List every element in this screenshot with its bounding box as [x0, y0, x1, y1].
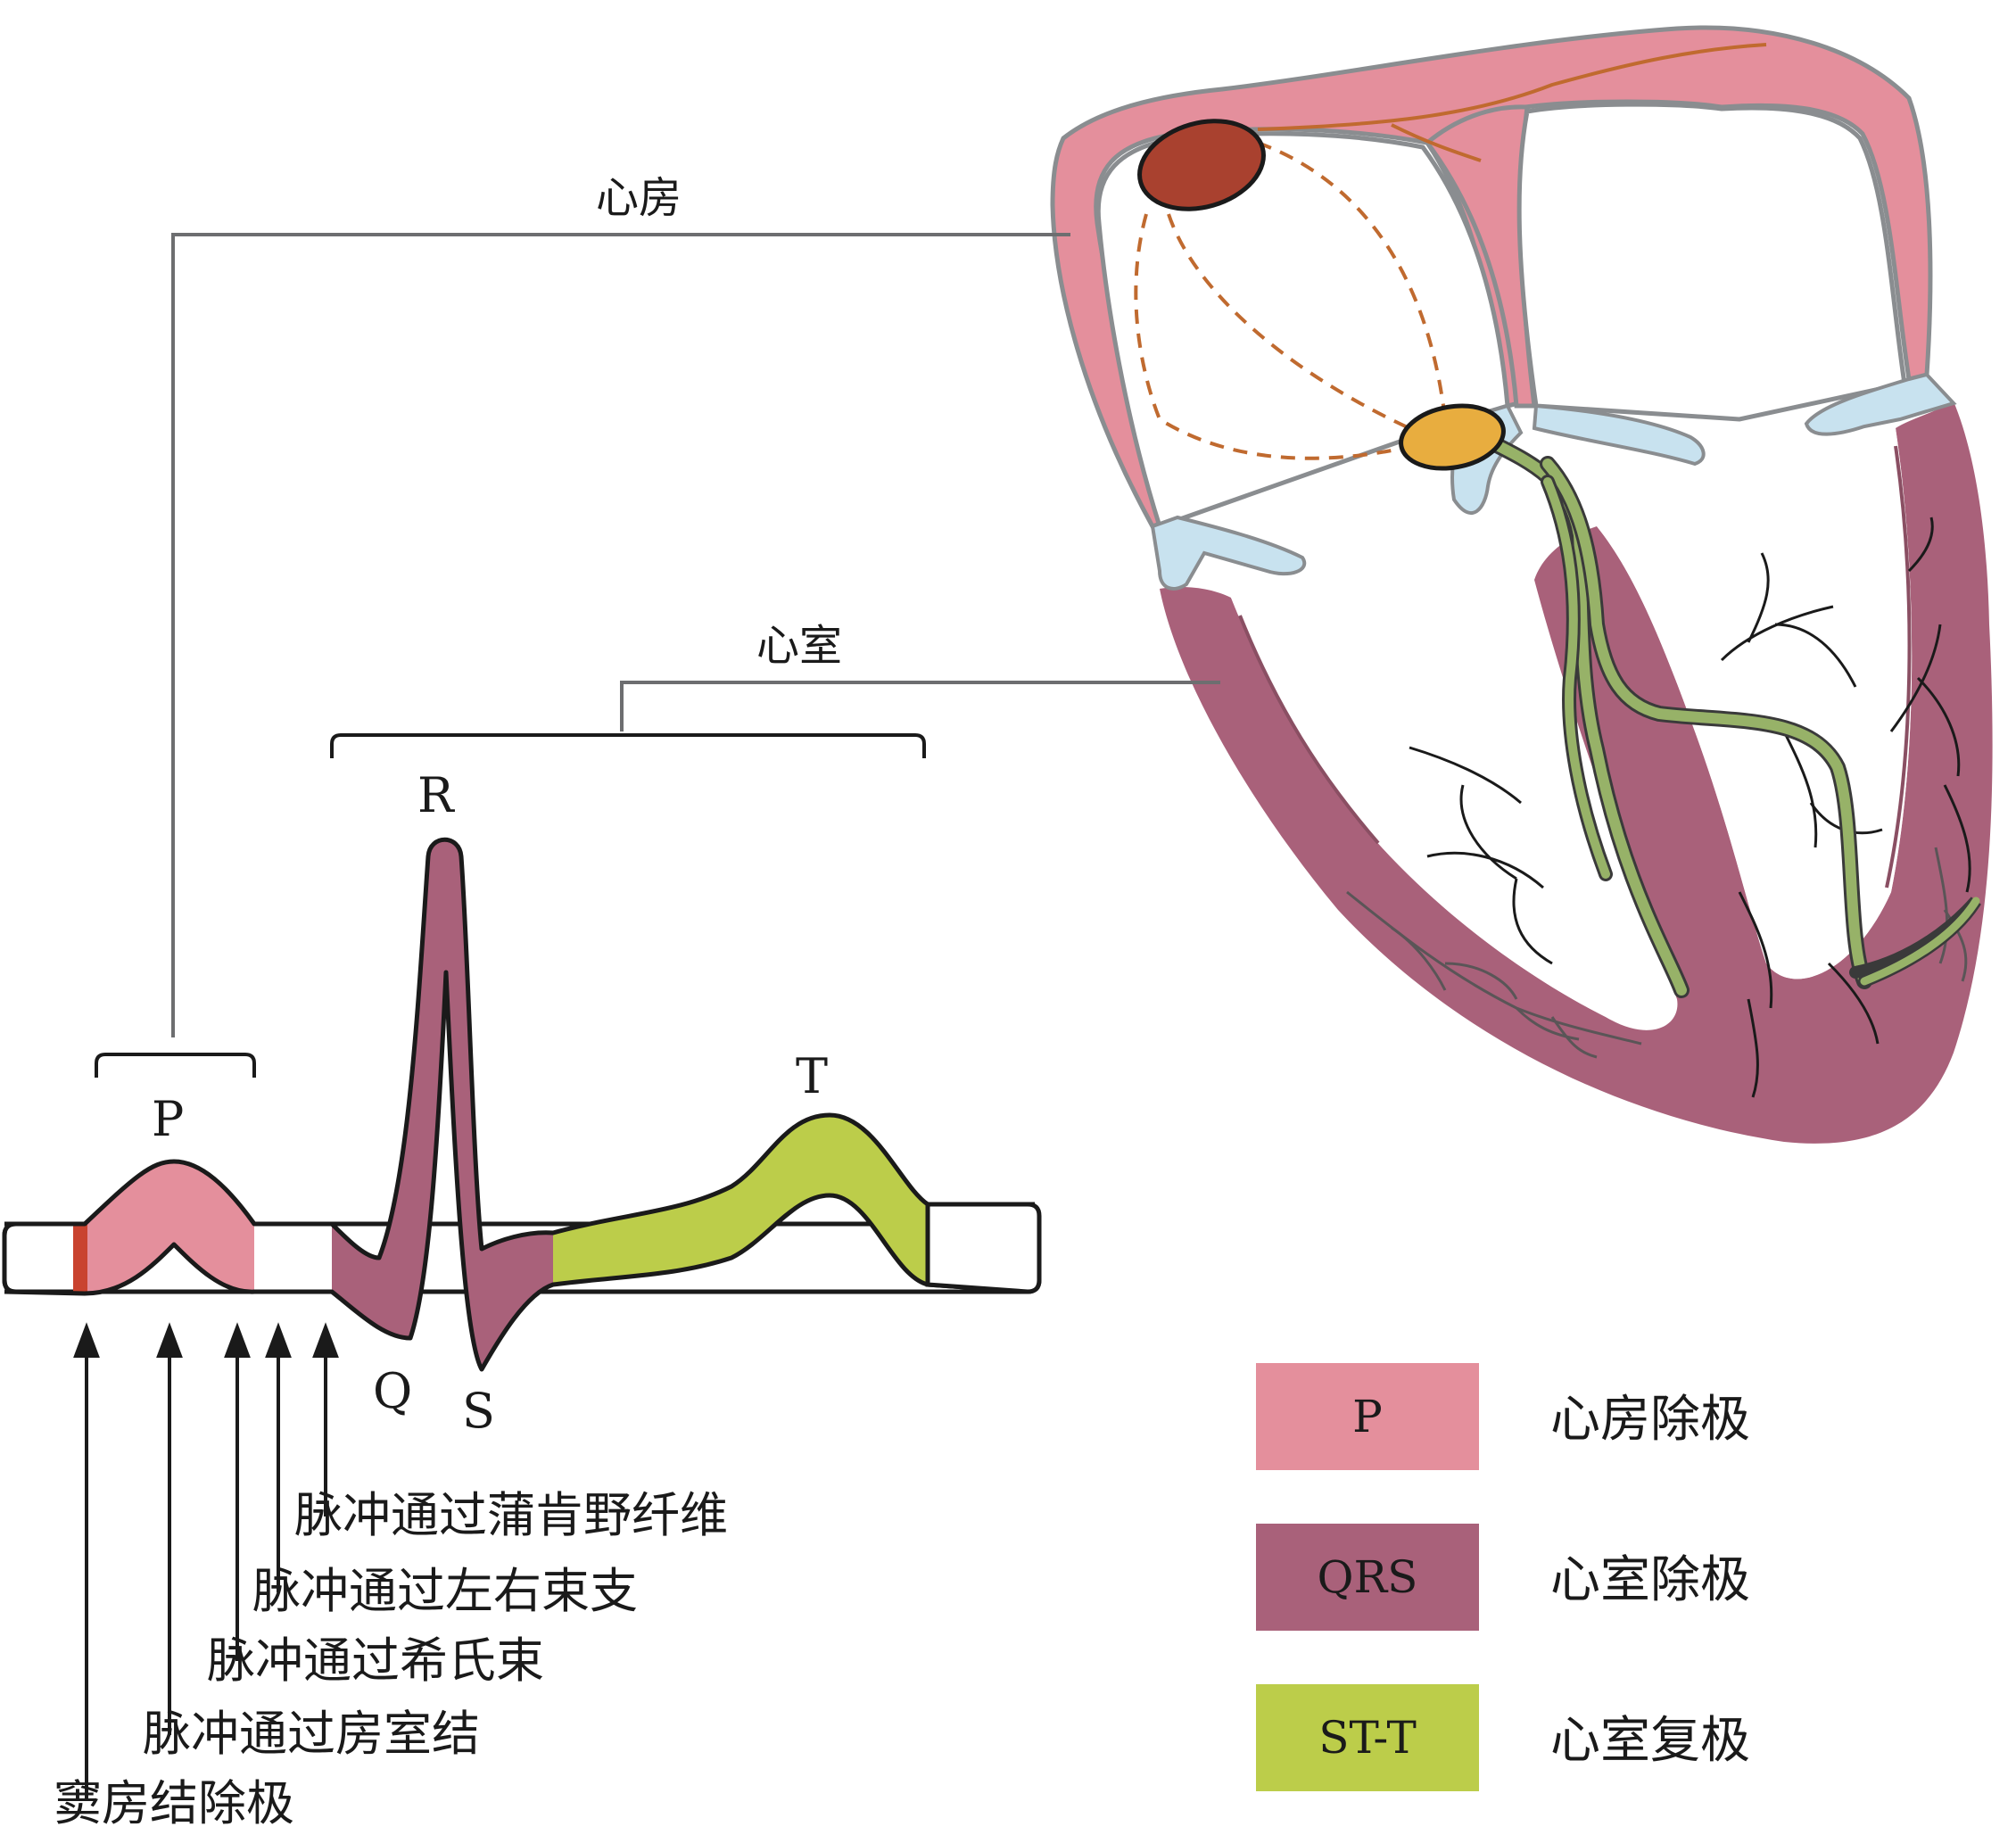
bachmann-bundle: [1257, 43, 1767, 162]
sinus-node-bar: [73, 1224, 87, 1292]
ventricle-bracket: [330, 733, 926, 758]
leader-lines: [171, 233, 1220, 1037]
sinoatrial-node: [1137, 119, 1266, 211]
p-wave-label: P: [152, 1091, 184, 1147]
legend-swatch-p: [1256, 1363, 1479, 1470]
event-label-sinus: 窦房结除极: [54, 1775, 294, 1831]
region-labels: 心房 心室: [596, 173, 842, 671]
p-wave-segment: [85, 1161, 254, 1293]
internodal-pathways: [1134, 141, 1447, 460]
legend-key-p: P: [1352, 1391, 1383, 1442]
atrium-leader: [171, 233, 1070, 1037]
ecg-trace-outline-lower: [4, 970, 1029, 1372]
event-label-his: 脉冲通过希氏束: [207, 1632, 544, 1689]
event-arrows: [73, 1322, 339, 1799]
ecg-waveform: [2, 837, 1042, 1372]
arrow-sinus: [73, 1322, 100, 1799]
event-label-av-node: 脉冲通过房室结: [143, 1706, 480, 1762]
brackets: [95, 733, 926, 1078]
arrow-bundle-branches: [265, 1322, 292, 1592]
legend-item-p: P 心房除极: [1256, 1363, 1750, 1470]
atrioventricular-node: [1399, 403, 1506, 471]
legend-swatch-qrs: [1256, 1524, 1479, 1631]
q-wave-label: Q: [373, 1363, 412, 1419]
tricuspid-valve-left: [1150, 515, 1307, 591]
p-wave-bracket: [95, 1053, 256, 1078]
atrium-label: 心房: [596, 173, 682, 223]
bundle-branches: [1482, 434, 1981, 998]
ecg-right-cap: [925, 1202, 1042, 1294]
aortic-valve: [1804, 372, 1957, 436]
mitral-valve-right: [1532, 403, 1706, 467]
event-labels: 脉冲通过蒲肯野纤维 脉冲通过左右束支 脉冲通过希氏束 脉冲通过房室结 窦房结除极: [54, 1487, 728, 1831]
arrow-purkinje: [312, 1322, 339, 1517]
legend: P 心房除极 QRS 心室除极 ST-T 心室复极: [1256, 1363, 1750, 1791]
heart-illustration: [1050, 25, 1993, 1144]
legend-key-st-t: ST-T: [1318, 1712, 1417, 1764]
purkinje-fibers-left-wall: [1346, 847, 1968, 1059]
ventricular-trabeculae: [1238, 445, 1912, 888]
left-atrium-chamber: [1516, 102, 1907, 422]
legend-desc-st-t: 心室复极: [1550, 1712, 1750, 1770]
ventricle-leader: [620, 681, 1220, 731]
legend-item-qrs: QRS 心室除极: [1256, 1524, 1750, 1631]
legend-item-st-t: ST-T 心室复极: [1256, 1684, 1750, 1791]
s-wave-label: S: [462, 1383, 495, 1439]
r-wave-label: R: [417, 767, 455, 823]
right-ventricle-cavity: [1231, 544, 1676, 1029]
ventricle-label: 心室: [756, 621, 842, 671]
event-label-purkinje: 脉冲通过蒲肯野纤维: [294, 1487, 728, 1543]
ecg-left-cap: [2, 1221, 17, 1294]
left-ventricle-cavity: [1597, 428, 1913, 979]
t-wave-label: T: [796, 1048, 828, 1104]
st-t-segment: [553, 1115, 928, 1285]
legend-desc-p: 心房除极: [1550, 1391, 1750, 1449]
ecg-trace-outline: [4, 837, 1035, 1260]
legend-swatch-st-t: [1256, 1684, 1479, 1791]
legend-key-qrs: QRS: [1318, 1551, 1418, 1603]
legend-desc-qrs: 心室除极: [1550, 1551, 1750, 1609]
wave-labels: P R Q S T: [152, 767, 828, 1439]
event-label-bundle-branches: 脉冲通过左右束支: [252, 1563, 638, 1619]
arrow-his: [224, 1322, 251, 1661]
arrow-av-node: [156, 1322, 183, 1735]
